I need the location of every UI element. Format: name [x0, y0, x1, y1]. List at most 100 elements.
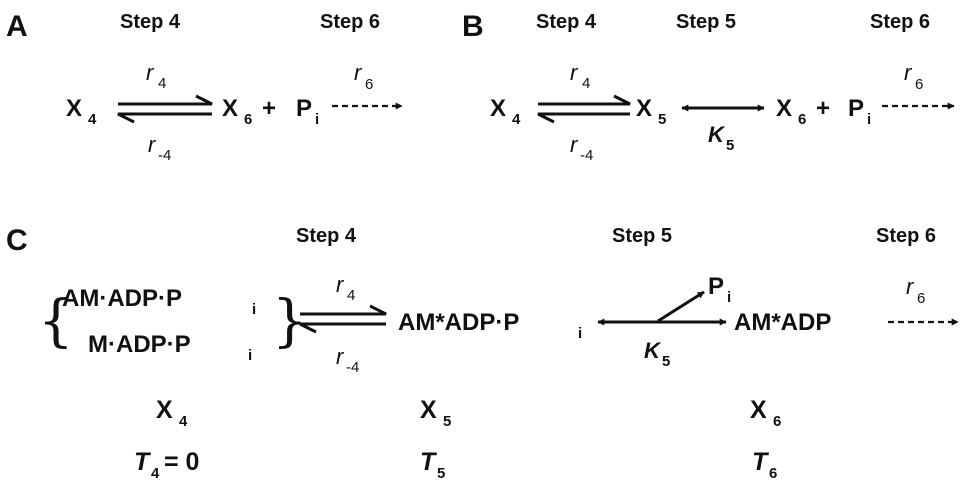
panel-c-label-t5: T 5 — [420, 448, 445, 482]
panel-b-species-x6: X 6 — [776, 95, 806, 128]
panel-c-k5-label: K 5 — [644, 338, 670, 370]
panel-a-letter: A — [6, 10, 28, 43]
panel-b-equilibrium-arrows — [537, 94, 631, 124]
panel-c-label-x6: X 6 — [750, 396, 781, 430]
panel-c-label-t4: T 4 = 0 — [134, 448, 199, 482]
panel-b-x6-symbol: X — [776, 95, 792, 122]
panel-a-step-6-label: Step 6 — [320, 11, 380, 33]
label-t4-symbol: T — [134, 448, 152, 476]
am-adp-p-subscript: i — [252, 301, 256, 318]
panel-b-x4-subscript: 4 — [512, 111, 521, 128]
panel-b-rate-six: r 6 — [904, 60, 923, 93]
panel-c-rate-forward: r 4 — [336, 272, 355, 304]
label-x6-symbol: X — [750, 396, 767, 424]
panel-a-r4-symbol: r — [146, 60, 155, 85]
label-t4-equals-zero: = 0 — [164, 448, 199, 476]
panel-c-r-4-subscript: -4 — [346, 359, 359, 376]
panel-c-r4-symbol: r — [336, 272, 345, 297]
panel-a-species-x4: X 4 — [66, 95, 97, 128]
panel-a-species-pi: P i — [296, 95, 319, 128]
panel-c-step-6-label: Step 6 — [876, 225, 936, 247]
panel-a-x6-symbol: X — [222, 95, 238, 122]
panel-a-species-x6: X 6 — [222, 95, 252, 128]
panel-b-p-symbol: P — [848, 95, 864, 122]
panel-c-rate-reverse: r -4 — [336, 344, 359, 376]
panel-b-r-4-subscript: -4 — [580, 147, 593, 164]
panel-a-r6-subscript: 6 — [365, 76, 373, 93]
panel-b-r-4-symbol: r — [570, 132, 579, 157]
panel-a-rate-six: r 6 — [354, 60, 373, 93]
panel-b-step-5-label: Step 5 — [676, 11, 736, 33]
panel-c-species-am-star-adp-pi: AM*ADP·P i — [398, 309, 582, 342]
panel-a-p-subscript: i — [315, 111, 319, 128]
m-adp-p-subscript: i — [248, 347, 252, 364]
panel-b-k-symbol: K — [708, 122, 726, 147]
label-t5-symbol: T — [420, 448, 438, 476]
panel-b-step-6-label: Step 6 — [870, 11, 930, 33]
panel-c-r-4-symbol: r — [336, 344, 345, 369]
am-adp-p-text: AM·ADP·P — [62, 285, 182, 312]
panel-b-species-pi: P i — [848, 95, 871, 128]
panel-c-step-4-label: Step 4 — [296, 225, 357, 247]
panel-a: A Step 4 Step 6 X 4 r 4 r -4 X 6 + P i — [6, 10, 403, 164]
panel-b-letter: B — [462, 10, 484, 43]
panel-a-r4-subscript: 4 — [158, 75, 166, 92]
panel-b-k5-label: K 5 — [708, 122, 734, 154]
label-t6-symbol: T — [752, 448, 770, 476]
panel-a-r-4-subscript: -4 — [158, 147, 171, 164]
panel-a-x6-subscript: 6 — [244, 111, 252, 128]
panel-a-step-4-label: Step 4 — [120, 11, 181, 33]
state-am-adp-pi: AM·ADP·P i — [62, 285, 256, 318]
panel-b-plus: + — [816, 95, 830, 122]
panel-a-plus: + — [262, 95, 276, 122]
panel-c-label-x4: X 4 — [156, 396, 188, 430]
am-star-adp-p-subscript: i — [578, 325, 582, 342]
label-x5-subscript: 5 — [443, 413, 451, 430]
panel-b-species-x5: X 5 — [636, 95, 666, 128]
panel-c-letter: C — [6, 224, 28, 257]
panel-b: B Step 4 Step 5 Step 6 X 4 r 4 r -4 X 5 … — [462, 10, 955, 164]
panel-a-x4-subscript: 4 — [88, 111, 97, 128]
label-t5-subscript: 5 — [437, 465, 445, 482]
label-t4-subscript: 4 — [151, 465, 160, 482]
panel-c-species-am-star-adp: AM*ADP — [734, 309, 831, 336]
panel-b-x5-symbol: X — [636, 95, 652, 122]
panel-a-rate-reverse: r -4 — [148, 132, 171, 164]
left-brace: { — [38, 289, 74, 354]
panel-c-r4-subscript: 4 — [347, 287, 355, 304]
panel-c-bracketed-states: { } AM·ADP·P i M·ADP·P i — [38, 285, 308, 364]
label-x4-symbol: X — [156, 396, 173, 424]
state-m-adp-pi: M·ADP·P i — [88, 331, 252, 364]
panel-b-rate-forward: r 4 — [570, 60, 590, 92]
am-star-adp-p-text: AM*ADP·P — [398, 309, 519, 336]
panel-c-k-subscript: 5 — [662, 353, 670, 370]
panel-a-equilibrium-arrows — [117, 94, 213, 124]
panel-b-p-subscript: i — [867, 111, 871, 128]
m-adp-p-text: M·ADP·P — [88, 331, 191, 358]
right-brace: } — [272, 289, 308, 354]
panel-a-r-4-symbol: r — [148, 132, 157, 157]
panel-b-r6-symbol: r — [904, 60, 913, 85]
panel-c-r6-subscript: 6 — [917, 290, 925, 307]
panel-c-r6-symbol: r — [906, 274, 915, 299]
panel-c-k-symbol: K — [644, 338, 662, 363]
panel-b-x5-subscript: 5 — [658, 111, 666, 128]
panel-a-x4-symbol: X — [66, 95, 82, 122]
panel-b-rate-reverse: r -4 — [570, 132, 593, 164]
panel-c-released-pi: P i — [708, 273, 731, 306]
panel-c-label-t6: T 6 — [752, 448, 777, 482]
panel-a-r6-symbol: r — [354, 60, 363, 85]
label-x4-subscript: 4 — [179, 413, 188, 430]
panel-c-pi-release-arrow — [657, 290, 705, 323]
label-x5-symbol: X — [420, 396, 437, 424]
panel-c: C Step 4 Step 5 Step 6 { } AM·ADP·P i M·… — [6, 224, 959, 482]
panel-c-step-5-label: Step 5 — [612, 225, 672, 247]
panel-b-species-x4: X 4 — [490, 95, 521, 128]
released-p-subscript: i — [727, 289, 731, 306]
panel-b-r6-subscript: 6 — [915, 76, 923, 93]
panel-b-x6-subscript: 6 — [798, 111, 806, 128]
panel-b-r4-symbol: r — [570, 60, 579, 85]
panel-b-x4-symbol: X — [490, 95, 506, 122]
panel-c-equilibrium-arrows — [299, 304, 387, 334]
